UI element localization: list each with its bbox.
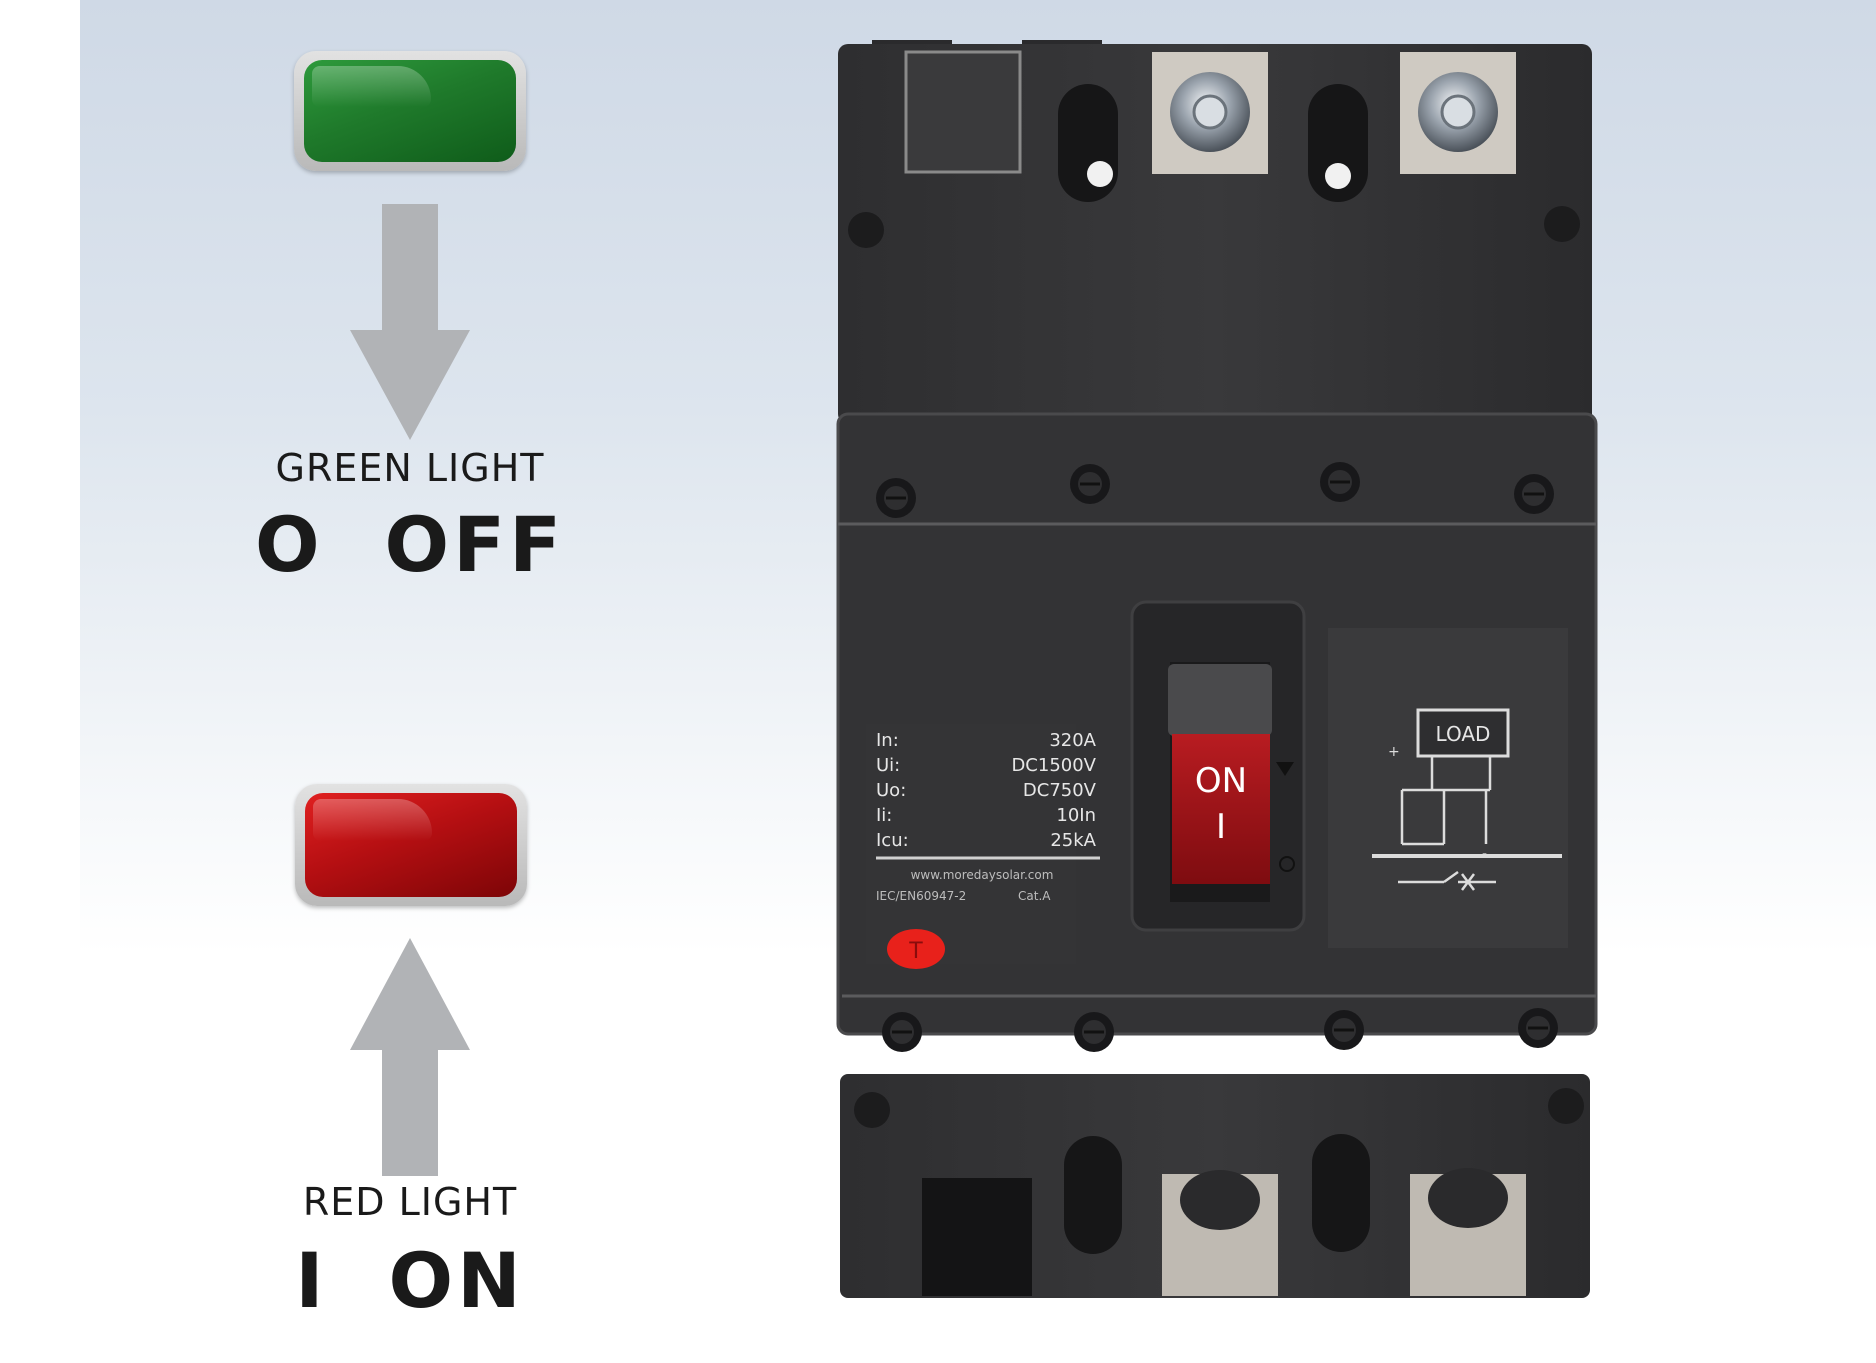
green-indicator-light-frame: [294, 51, 526, 171]
minus-sign: -: [1482, 846, 1487, 862]
spec-value: 25kA: [1050, 830, 1096, 851]
screw-icon: [1320, 462, 1360, 502]
handle-i-label: I: [1216, 807, 1226, 847]
spec-value: 320A: [1049, 730, 1096, 751]
website-text: www.moredaysolar.com: [911, 868, 1054, 882]
terminal-slot: [904, 50, 1022, 174]
terminal-pin: [1087, 161, 1113, 187]
spec-label: Ui:: [876, 755, 900, 776]
left-margin: [0, 0, 80, 1363]
plus-sign: +: [1388, 744, 1400, 760]
handle-on-label: ON: [1195, 761, 1247, 801]
terminal-hole: [1064, 1136, 1122, 1254]
arrow-down-icon: [350, 204, 470, 440]
handle-grip[interactable]: [1168, 664, 1272, 736]
terminal-hole: [1308, 84, 1368, 202]
screw-icon: [1324, 1010, 1364, 1050]
breaker-handle[interactable]: [1172, 734, 1270, 884]
category-text: Cat.A: [1018, 889, 1051, 903]
position-marker: [1279, 856, 1295, 872]
terminal-hole: [1058, 84, 1118, 202]
light-gloss: [312, 66, 432, 107]
position-marker: [1276, 762, 1294, 776]
terminal-pin: [1325, 163, 1351, 189]
spec-value: DC1500V: [1011, 755, 1096, 776]
bolt-head: [1440, 94, 1476, 130]
load-diagram-panel: [1328, 628, 1568, 948]
red-indicator-light: [305, 793, 517, 897]
load-label: LOAD: [1436, 722, 1491, 746]
terminal-slot: [922, 1178, 1032, 1296]
spec-panel: [866, 724, 1076, 964]
bolt-head: [1192, 94, 1228, 130]
light-gloss: [313, 799, 433, 841]
screw-icon: [1070, 464, 1110, 504]
spec-value: 10In: [1056, 805, 1096, 826]
screw-icon: [1514, 474, 1554, 514]
spec-label: Uo:: [876, 780, 906, 801]
red-light-caption: RED LIGHT: [302, 1180, 518, 1224]
spec-label: In:: [876, 730, 899, 751]
standard-text: IEC/EN60947-2: [876, 889, 966, 903]
screw-icon: [882, 1012, 922, 1052]
spec-list: In: 320A Ui: DC1500V Uo: DC750V Ii: 10In…: [876, 730, 1097, 851]
load-box: [1416, 708, 1510, 758]
spec-value: DC750V: [1023, 780, 1097, 801]
terminal-hole: [1312, 1134, 1370, 1252]
green-indicator-light: [304, 60, 516, 162]
screw-icon: [1518, 1008, 1558, 1048]
mounting-hole: [1548, 1088, 1584, 1124]
green-light-caption: GREEN LIGHT: [275, 446, 545, 490]
spec-label: Ii:: [876, 805, 892, 826]
mounting-hole: [854, 1092, 890, 1128]
on-state-label: I ON: [295, 1236, 525, 1325]
test-button-label: T: [908, 939, 923, 964]
terminal-bolt-icon: [1180, 1170, 1260, 1230]
screw-icon: [1074, 1012, 1114, 1052]
spec-label: Icu:: [876, 830, 909, 851]
arrow-up-icon: [350, 938, 470, 1176]
mounting-hole: [1544, 206, 1580, 242]
mounting-hole: [848, 212, 884, 248]
contact-diagram-icon: [1372, 756, 1562, 891]
red-indicator-light-frame: [295, 784, 527, 906]
circuit-breaker: In: 320A Ui: DC1500V Uo: DC750V Ii: 10In…: [836, 40, 1602, 1298]
terminal-bolt-icon: [1428, 1168, 1508, 1228]
test-button[interactable]: [887, 929, 945, 969]
screw-icon: [876, 478, 916, 518]
off-state-label: O OFF: [255, 500, 565, 589]
